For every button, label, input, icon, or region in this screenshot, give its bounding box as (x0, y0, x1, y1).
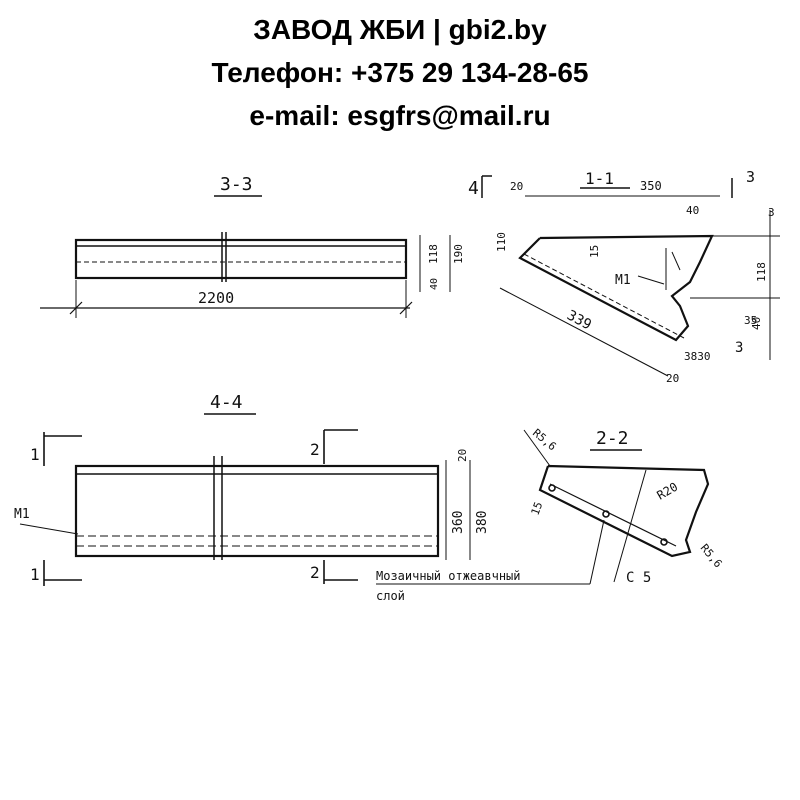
mark-3-top: 3 (746, 168, 755, 186)
dim-15: 15 (588, 245, 601, 258)
section-3-3: 3-3 2200 118 190 40 (40, 174, 465, 318)
step-cross-section (538, 464, 710, 558)
dim-40b: 40 (750, 317, 763, 330)
beam-side-view (74, 238, 408, 280)
dim-118: 118 (427, 244, 440, 264)
mark-4: 4 (468, 178, 479, 199)
header: ЗАВОД ЖБИ | gbi2.by Телефон: +375 29 134… (0, 0, 800, 137)
beam-front-view (74, 464, 440, 558)
mark-2-bottom: 2 (310, 563, 320, 582)
section-4-4: 4-4 1 1 2 2 M1 20 360 380 (14, 392, 490, 586)
phone-line: Телефон: +375 29 134-28-65 (211, 57, 589, 88)
dim-35: 35 (744, 314, 757, 327)
section-1-1-label: 1-1 (585, 169, 614, 188)
mark-3-bottom: 3 (735, 340, 743, 356)
note-line-2: слой (376, 589, 405, 603)
dim-110: 110 (495, 232, 508, 252)
mark-2-top: 2 (310, 440, 320, 459)
dim-40: 40 (686, 204, 699, 217)
mark-1-bottom: 1 (30, 565, 40, 584)
section-4-4-label: 4-4 (210, 392, 243, 413)
dim-360: 360 (451, 511, 466, 534)
radius-r56-bottom: R5,6 (698, 542, 725, 571)
dim-190: 190 (452, 244, 465, 264)
dim-118: 118 (755, 262, 768, 282)
mark-1-top: 1 (30, 445, 40, 464)
label-m1: M1 (615, 273, 631, 288)
technical-drawing: 3-3 2200 118 190 40 4 20 1-1 350 3 40 3 (14, 168, 780, 603)
label-m1: M1 (14, 507, 30, 522)
dim-380: 380 (475, 511, 490, 534)
step-profile (518, 234, 714, 342)
dim-350: 350 (640, 179, 662, 193)
note-line-1: Мозаичный отжеавчный (376, 569, 521, 583)
section-2-2-label: 2-2 (596, 428, 629, 449)
dim-20: 20 (456, 449, 469, 462)
company-title: ЗАВОД ЖБИ | gbi2.by (253, 14, 547, 45)
dim-20: 20 (510, 180, 523, 193)
dim-15: 15 (529, 500, 546, 517)
dim-40: 40 (429, 278, 440, 290)
rebar-label-c5: C 5 (626, 570, 651, 586)
radius-r56-top: R5,6 (530, 426, 559, 453)
radius-r20: R20 (655, 480, 681, 503)
dim-2200: 2200 (198, 289, 234, 307)
email-line: e-mail: esgfrs@mail.ru (249, 100, 551, 131)
dim-20b: 20 (666, 372, 679, 385)
section-1-1: 4 20 1-1 350 3 40 3 110 15 M1 339 118 40… (468, 168, 780, 385)
section-2-2: 2-2 R5,6 R20 R5,6 15 C 5 (523, 426, 725, 586)
note: Мозаичный отжеавчный слой (376, 519, 605, 603)
section-3-3-label: 3-3 (220, 174, 253, 195)
dim-3: 3 (768, 206, 775, 219)
dim-3830: 3830 (684, 350, 711, 363)
